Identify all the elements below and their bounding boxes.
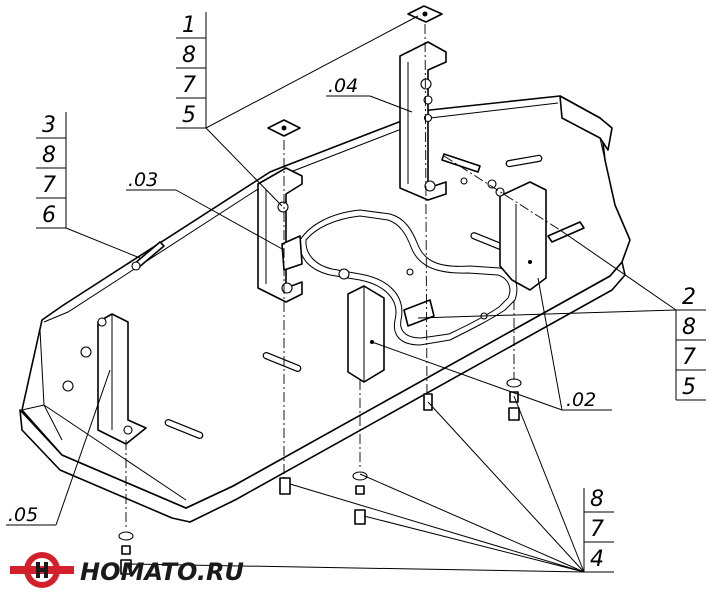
callout-group-left: 3 8 7 6 bbox=[42, 113, 56, 228]
callout-group-bottom: 8 7 4 bbox=[590, 487, 604, 572]
callout-number: 7 bbox=[682, 345, 696, 370]
center-lines bbox=[125, 23, 561, 530]
part-label-03: .03 bbox=[128, 169, 158, 191]
bracket-05 bbox=[97, 313, 147, 445]
part-label-02: .02 bbox=[566, 389, 596, 411]
callout-group-right: 2 8 7 5 bbox=[682, 285, 696, 400]
leader-lines bbox=[6, 12, 706, 573]
callout-number: 8 bbox=[682, 315, 696, 340]
callout-number: 6 bbox=[42, 203, 56, 228]
part-label-05: .05 bbox=[8, 504, 38, 526]
callout-number: 5 bbox=[682, 375, 696, 400]
skid-plate bbox=[19, 95, 631, 523]
homato-logo: HOMATO.RU bbox=[10, 552, 244, 588]
callout-number: 5 bbox=[182, 103, 196, 128]
bracket-02 bbox=[347, 181, 547, 383]
bracket-04 bbox=[399, 5, 447, 201]
callout-number: 8 bbox=[590, 487, 604, 512]
callout-number: 7 bbox=[590, 517, 604, 542]
callout-number: 2 bbox=[682, 285, 696, 310]
logo-text: HOMATO.RU bbox=[80, 558, 244, 586]
callout-number: 7 bbox=[182, 73, 196, 98]
callout-number: 3 bbox=[42, 113, 56, 138]
bracket-03 bbox=[257, 119, 303, 303]
callout-group-top-left: 1 8 7 5 bbox=[182, 13, 196, 128]
part-label-04: .04 bbox=[328, 75, 358, 97]
callout-number: 8 bbox=[182, 43, 196, 68]
callout-number: 1 bbox=[182, 13, 196, 38]
fasteners bbox=[62, 95, 585, 575]
callout-number: 4 bbox=[590, 547, 604, 572]
callout-number: 8 bbox=[42, 143, 56, 168]
callout-number: 7 bbox=[42, 173, 56, 198]
